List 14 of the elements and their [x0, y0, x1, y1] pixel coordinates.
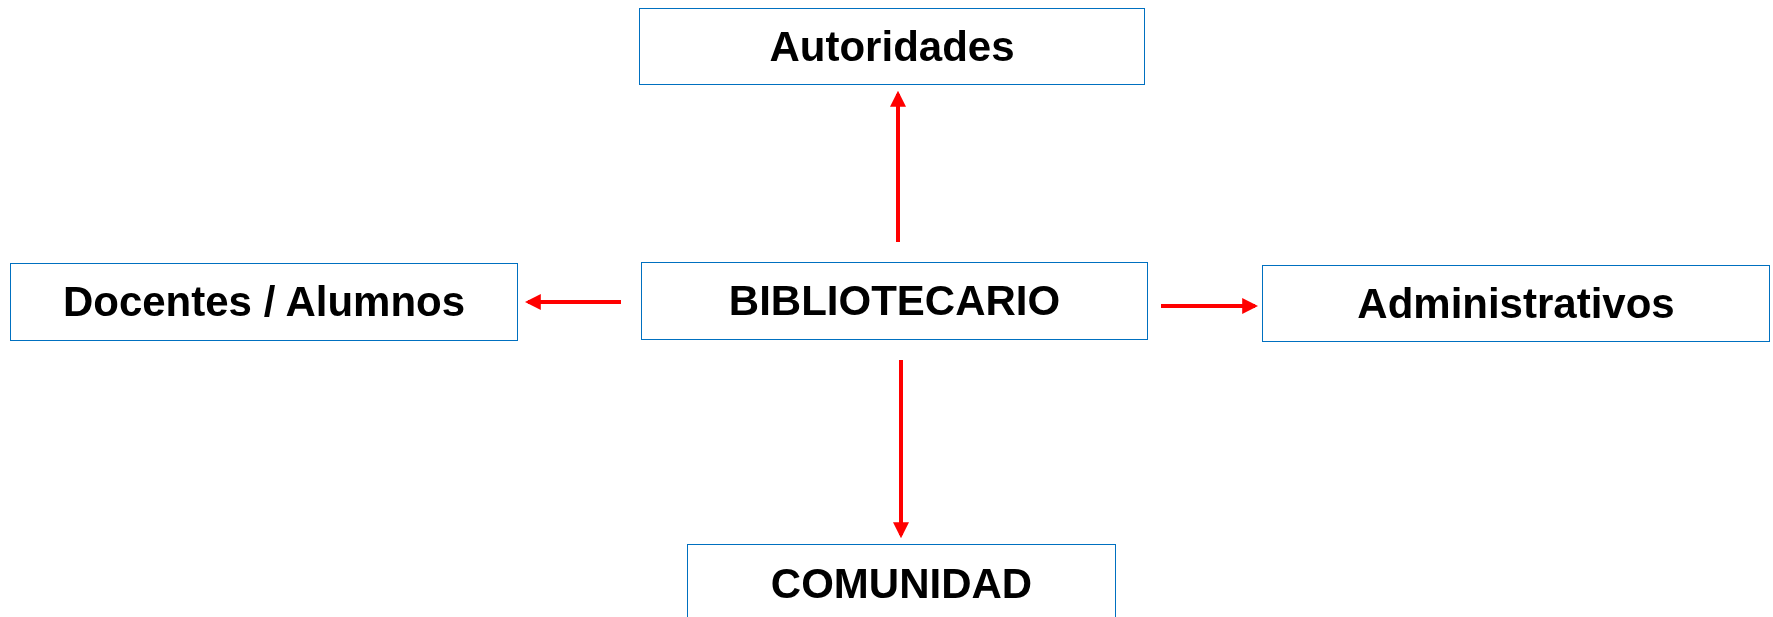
node-label: Autoridades: [769, 22, 1015, 71]
node-label: Docentes / Alumnos: [62, 278, 466, 326]
node-label: BIBLIOTECARIO: [728, 277, 1061, 325]
arrow: [893, 360, 909, 539]
node-box: [1262, 265, 1770, 342]
arrow: [890, 90, 906, 242]
arrow: [1161, 298, 1259, 314]
node-box: [10, 263, 518, 341]
node-label: Administrativos: [1357, 279, 1675, 328]
node-box: [687, 544, 1116, 617]
node-label: COMUNIDAD: [770, 560, 1033, 608]
node-box: [641, 262, 1148, 340]
arrow: [524, 294, 621, 310]
node-box: [639, 8, 1145, 85]
